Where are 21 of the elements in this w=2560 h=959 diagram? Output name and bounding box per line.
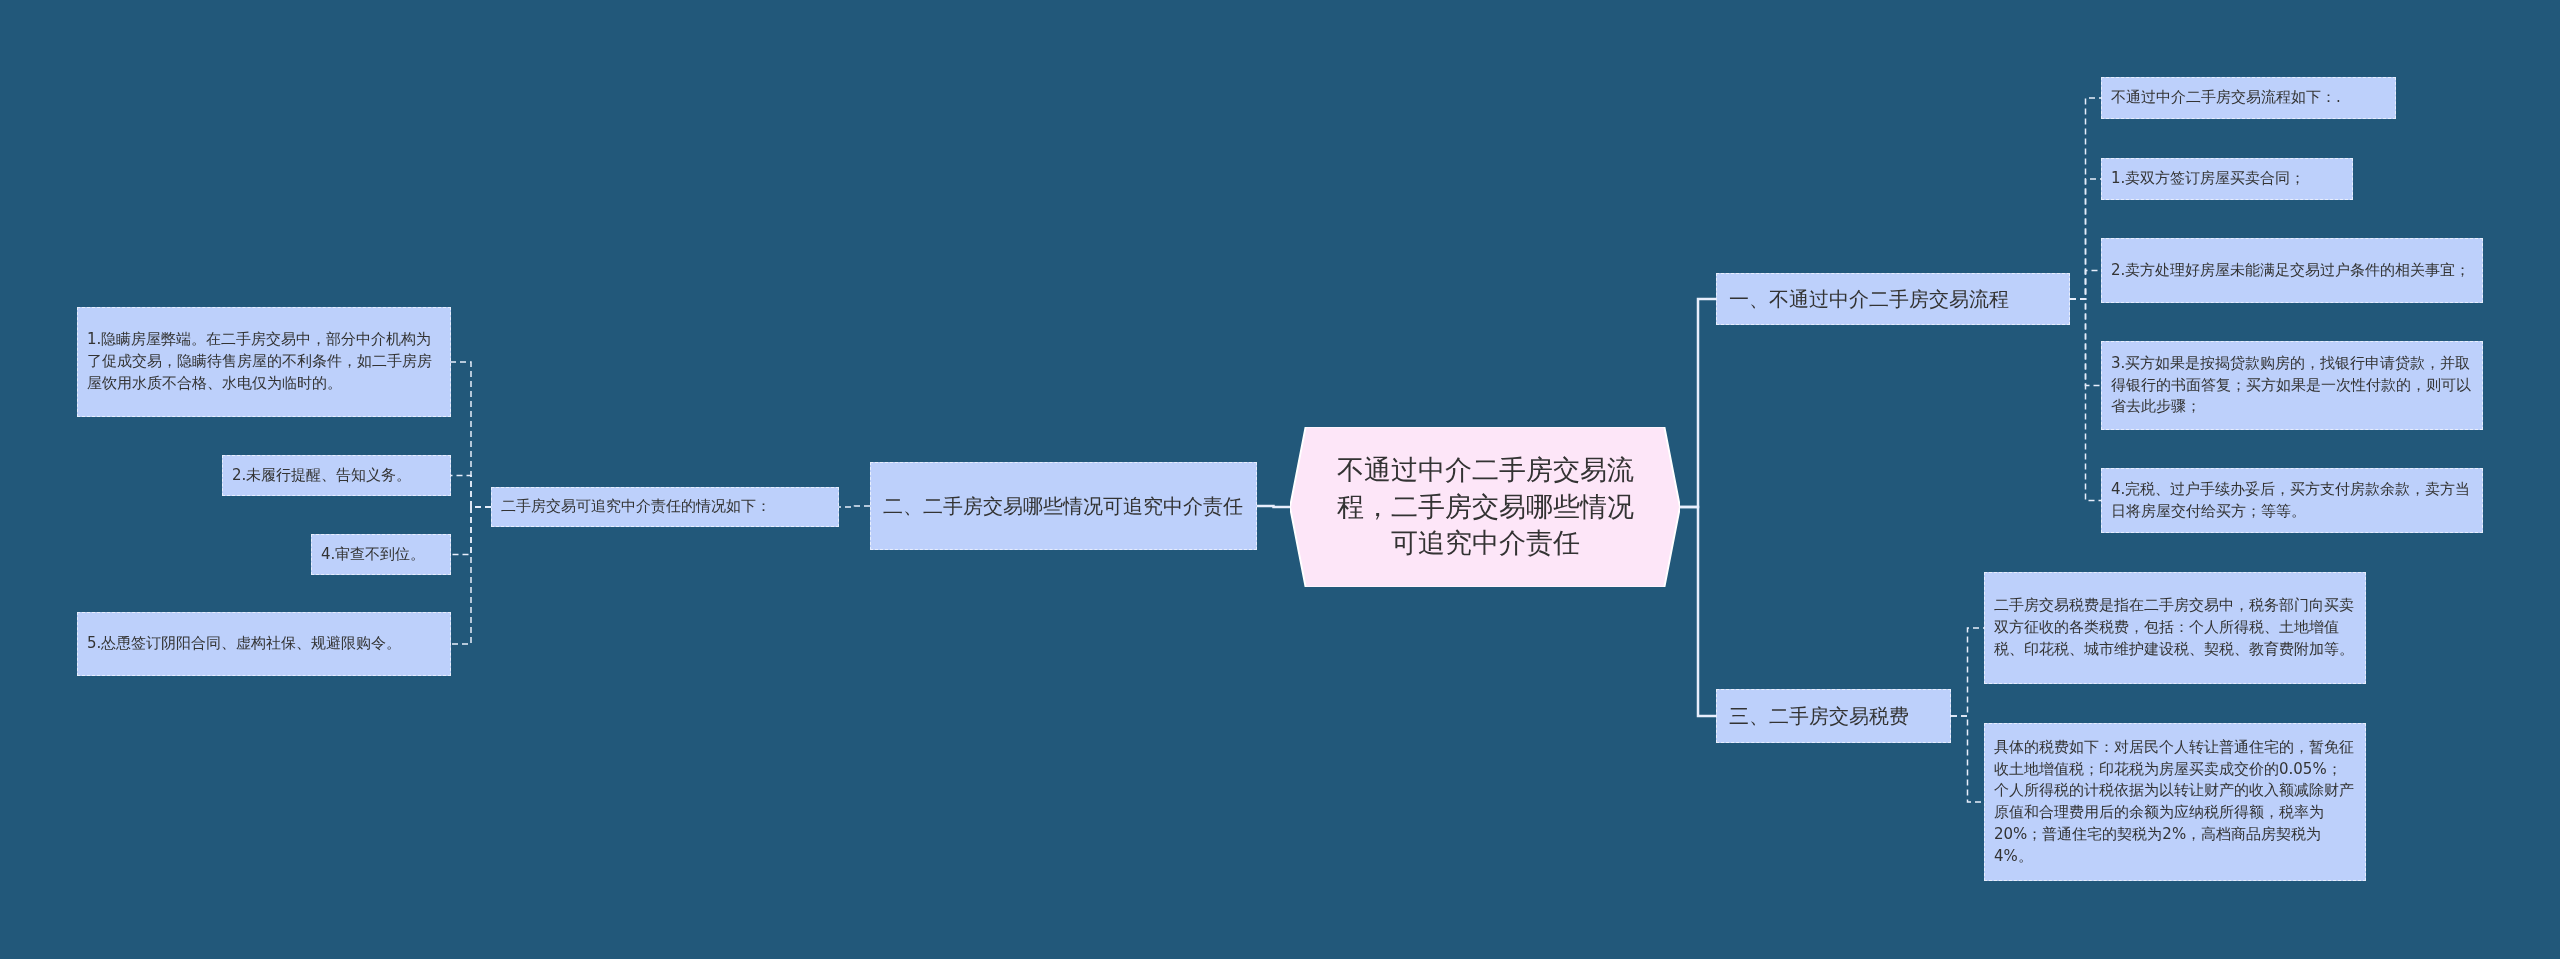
topic-box: 4.完税、过户手续办妥后，买方支付房款余款，卖方当日将房屋交付给买方；等等。 <box>2101 468 2483 533</box>
connector-line <box>450 506 492 645</box>
topic-box: 不通过中介二手房交易流程如下：. <box>2101 77 2396 119</box>
connector-line <box>1257 504 1290 509</box>
topic-box: 3.买方如果是按揭贷款购房的，找银行申请贷款，并取得银行的书面答复；买方如果是一次性付款的，则可以省去此步骤； <box>2101 341 2483 430</box>
topic-box: 2.未履行提醒、告知义务。 <box>222 455 451 496</box>
connector-line <box>838 505 871 508</box>
topic-box: 1.隐瞒房屋弊端。在二手房交易中，部分中介机构为了促成交易，隐瞒待售房屋的不利条件，如二手房房屋饮用水质不合格、水电仅为临时的。 <box>77 307 451 417</box>
topic-box: 4.审查不到位。 <box>311 534 451 575</box>
topic-box: 1.卖双方签订房屋买卖合同； <box>2101 158 2353 200</box>
branch-box: 二、二手房交易哪些情况可追究中介责任 <box>870 462 1257 550</box>
branch-box: 一、不通过中介二手房交易流程 <box>1716 273 2070 325</box>
topic-hexagon: 不通过中介二手房交易流程，二手房交易哪些情况可追究中介责任 <box>1290 427 1680 587</box>
topic-box: 2.卖方处理好房屋未能满足交易过户条件的相关事宜； <box>2101 238 2483 303</box>
topic-box: 具体的税费如下：对居民个人转让普通住宅的，暂免征收土地增值税；印花税为房屋买卖成交价的0.05%；个人所得税的计税依据为以转让财产的收入额减除财产原值和合理费用后的余额为应纳税所得额，税率为20%；普通住宅的契税为2%，高档商品房契税为4%。 <box>1984 723 2366 881</box>
topic-box: 二手房交易可追究中介责任的情况如下： <box>491 487 839 527</box>
branch-box: 三、二手房交易税费 <box>1716 689 1951 743</box>
topic-box: 5.怂恿签订阴阳合同、虚构社保、规避限购令。 <box>77 612 451 676</box>
connector-line <box>2069 298 2102 502</box>
topic-box: 二手房交易税费是指在二手房交易中，税务部门向买卖双方征收的各类税费，包括：个人所得税、土地增值税、印花税、城市维护建设税、契税、教育费附加等。 <box>1984 572 2366 684</box>
connector-line <box>1680 505 1716 718</box>
